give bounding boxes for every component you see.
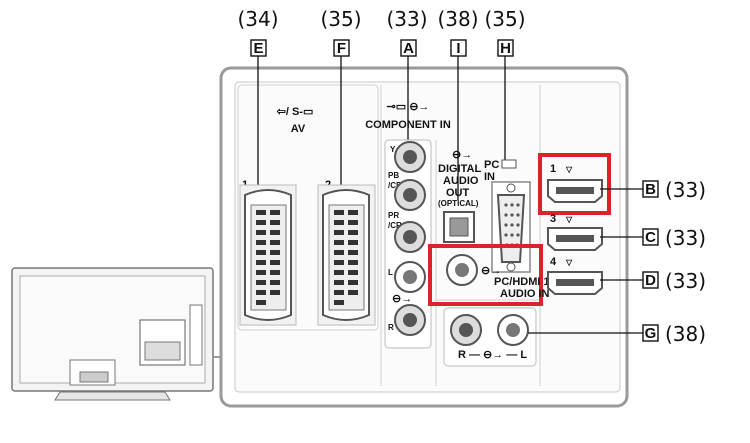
tv-thumbnail bbox=[11, 267, 228, 401]
y-label: Y bbox=[390, 145, 396, 154]
cr-label: /CR bbox=[388, 221, 402, 230]
letter-a: A bbox=[403, 40, 414, 57]
letter-d: D bbox=[645, 272, 656, 289]
hdmi1-label: 1 bbox=[550, 163, 556, 175]
pc-hdmi-line1: PC/HDMI 1 bbox=[494, 276, 550, 288]
ref-f: (35) bbox=[320, 7, 361, 31]
hdmi-section: 1 ▽ 3 ▽ 4 ▽ bbox=[538, 153, 611, 295]
digital-audio-section: ⊖→ DIGITAL AUDIO OUT (OPTICAL) bbox=[438, 149, 481, 243]
ref-b: (33) bbox=[665, 178, 706, 202]
hdmi3-label: 3 bbox=[550, 213, 556, 225]
top-letter-boxes: E F A I H bbox=[250, 39, 514, 57]
hdmi3-arrow: ▽ bbox=[565, 215, 573, 224]
pc-in-section: PC IN bbox=[484, 159, 531, 273]
letter-f: F bbox=[337, 40, 346, 57]
letter-c: C bbox=[645, 229, 656, 246]
top-references: (34) (35) (33) (38) (35) bbox=[237, 7, 525, 31]
av-section: ⇦/ S-▭ AV 1 2 bbox=[239, 106, 376, 326]
scart-2 bbox=[317, 184, 376, 326]
audio-label: AUDIO bbox=[443, 175, 479, 187]
l-label: L bbox=[388, 268, 393, 277]
audio-in-symbol: ⊖→ bbox=[392, 293, 412, 305]
component-in-label: COMPONENT IN bbox=[365, 119, 451, 131]
letter-b: B bbox=[645, 181, 656, 198]
bottom-audio-label: R — ⊖→ — L bbox=[458, 349, 527, 361]
ref-d: (33) bbox=[665, 269, 706, 293]
bottom-audio-jacks: R — ⊖→ — L bbox=[443, 307, 537, 367]
pc-hdmi-audio-in: ⊖→ PC/HDMI 1 AUDIO IN bbox=[428, 244, 550, 306]
pc-symbol bbox=[501, 159, 517, 169]
ref-e: (34) bbox=[237, 7, 278, 31]
ref-g: (38) bbox=[665, 322, 706, 346]
hdmi1-arrow: ▽ bbox=[565, 165, 573, 174]
pb-label: PB bbox=[388, 171, 399, 180]
hdmi4-label: 4 bbox=[550, 256, 557, 268]
cb-label: /CB bbox=[388, 181, 402, 190]
r-label: R bbox=[388, 323, 394, 332]
right-references: B (33) C (33) D (33) G (38) bbox=[528, 178, 706, 346]
top-leader-lines bbox=[257, 56, 506, 200]
optical-label: (OPTICAL) bbox=[438, 199, 479, 208]
pc-label: PC bbox=[484, 159, 499, 171]
pc-audio-symbol: ⊖→ bbox=[481, 265, 501, 277]
component-section: ⊸▭ ⊖→ COMPONENT IN Y PB /CB PR /CR L ⊖→ … bbox=[365, 101, 451, 349]
pr-label: PR bbox=[388, 211, 399, 220]
scart-1 bbox=[239, 184, 297, 326]
out-label: OUT bbox=[446, 187, 470, 199]
highlight-box-hdmi1 bbox=[538, 153, 611, 215]
letter-h: H bbox=[500, 40, 511, 57]
letter-i: I bbox=[456, 40, 460, 57]
in-label: IN bbox=[484, 171, 495, 183]
digital-symbol: ⊖→ bbox=[452, 149, 472, 161]
pc-hdmi-line2: AUDIO IN bbox=[500, 288, 550, 300]
highlight-box-audio bbox=[428, 244, 543, 306]
hdmi4-arrow: ▽ bbox=[565, 258, 573, 267]
av-title: AV bbox=[291, 123, 306, 135]
letter-e: E bbox=[253, 40, 263, 57]
letter-g: G bbox=[645, 325, 657, 342]
digital-label: DIGITAL bbox=[438, 163, 481, 175]
component-symbol: ⊸▭ ⊖→ bbox=[387, 101, 430, 113]
ref-i: (38) bbox=[437, 7, 478, 31]
ref-c: (33) bbox=[665, 226, 706, 250]
ref-h: (35) bbox=[484, 7, 525, 31]
av-symbol: ⇦/ S-▭ bbox=[276, 106, 314, 118]
ref-a: (33) bbox=[386, 7, 427, 31]
